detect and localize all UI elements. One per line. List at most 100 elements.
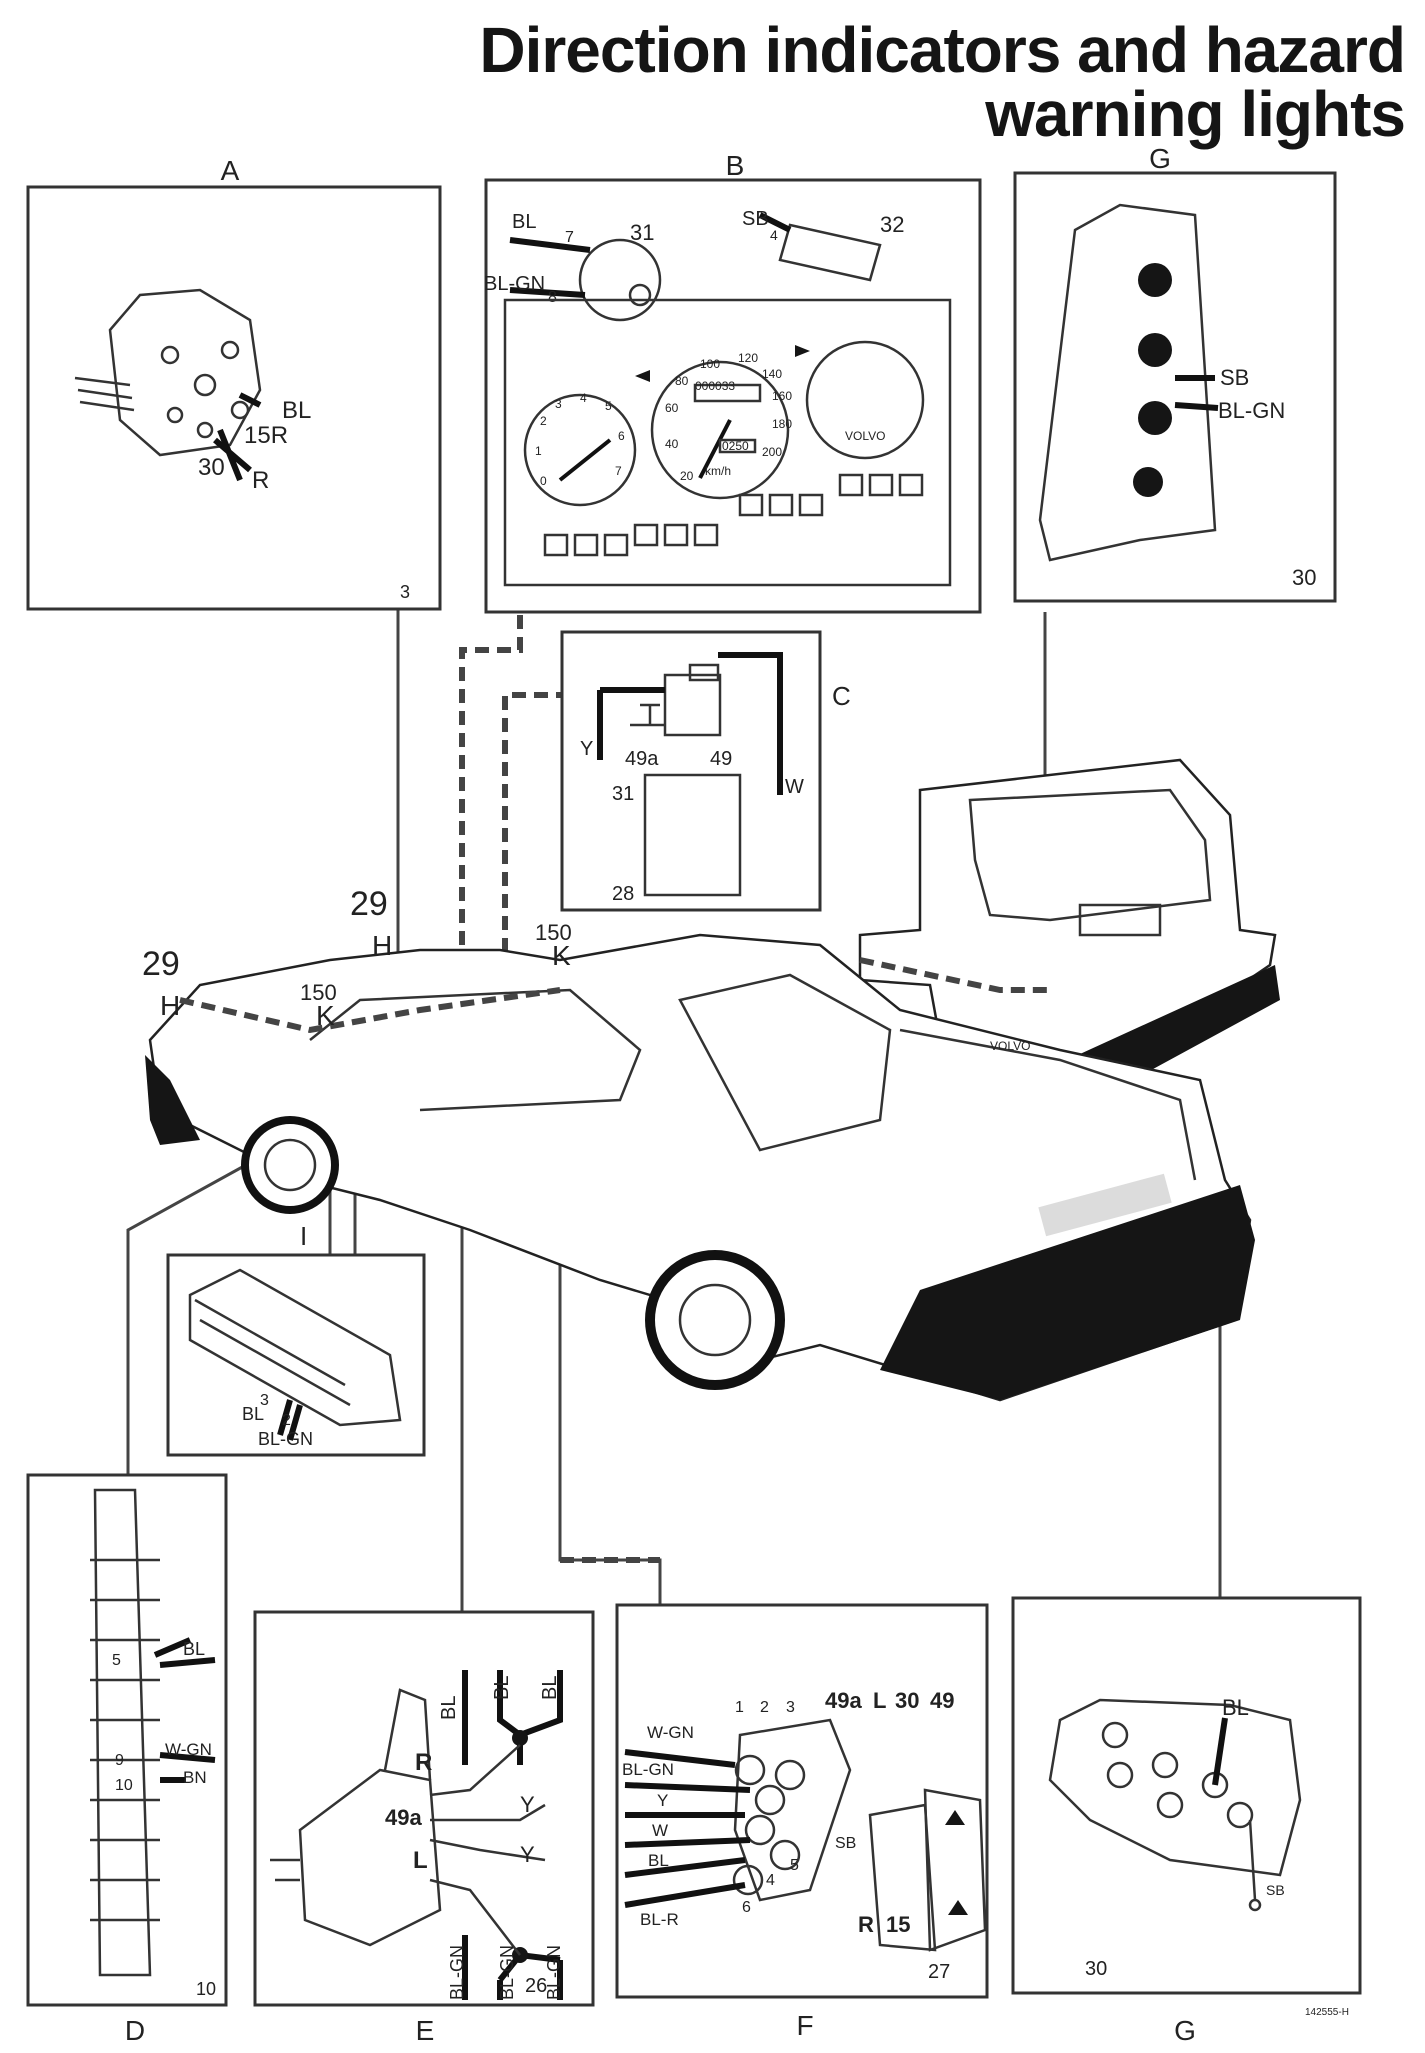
speedo-tick: 200: [762, 445, 782, 459]
speedo-tick: 160: [772, 389, 792, 403]
panel-a-letter: A: [221, 155, 240, 186]
panel-f-letter: F: [796, 2010, 813, 2041]
panel-b: B BL BL-GN 7 8 31 SB 4 32: [484, 150, 982, 614]
speedo-tick: 140: [762, 367, 782, 381]
tacho-tick: 3: [555, 397, 562, 411]
fuse-box-icon: [90, 1488, 216, 1977]
speedo-tick: 20: [680, 469, 694, 483]
pin-label: 8: [548, 289, 557, 306]
panel-a: A BL 15R 30 R 3: [26, 155, 442, 611]
title-line-1: Direction indicators and hazard: [479, 14, 1406, 86]
car-illustration: 29 H 150 K 29 H 150 K VOLVO: [142, 758, 1280, 1402]
terminal-label: 49a: [385, 1805, 422, 1830]
panel-g-top-number: 30: [1292, 565, 1316, 590]
terminal-label: 31: [612, 783, 634, 805]
panel-c-letter: C: [832, 681, 851, 711]
fuse-connector-icon: [188, 1268, 402, 1441]
panel-d-number: 10: [196, 1979, 216, 1999]
page-title: Direction indicators and hazard warning …: [479, 14, 1406, 150]
terminal-label: 49: [930, 1688, 954, 1713]
pin-label: 9: [115, 1752, 124, 1769]
instrument-cluster-icon: [503, 298, 952, 587]
panel-g-bottom-letter: G: [1174, 2015, 1196, 2046]
wire-label: BL: [242, 1404, 264, 1424]
car-brand: VOLVO: [990, 1039, 1030, 1053]
panel-g-top: G SB BL-GN 30: [1013, 143, 1337, 603]
speedo-tick: 40: [665, 437, 679, 451]
car-label: 29: [142, 945, 180, 983]
wire-label: BL-GN: [447, 1945, 467, 2000]
pin-label: 7: [565, 229, 574, 246]
pin-label: 3: [260, 1392, 269, 1409]
terminal-label: R: [858, 1912, 874, 1937]
title-line-2: warning lights: [985, 78, 1406, 150]
wire-label: BL: [183, 1639, 205, 1659]
pin-label: 5: [112, 1652, 121, 1669]
turn-signal-switch-icon: [270, 1670, 563, 2000]
wire-label: BL-GN: [484, 273, 545, 295]
wire-label: BL: [1222, 1695, 1249, 1720]
wheel-front-icon: [241, 1116, 339, 1214]
tacho-tick: 0: [540, 474, 547, 488]
pin-label: 2: [282, 1412, 291, 1429]
tacho-tick: 7: [615, 464, 622, 478]
wire-label: SB: [1266, 1882, 1285, 1898]
figure-id: 142555-H: [1305, 2007, 1349, 2018]
wire-label: BL-GN: [258, 1429, 313, 1449]
tacho-tick: 5: [605, 399, 612, 413]
pin-label: 1: [735, 1699, 744, 1716]
pin-label: 6: [742, 1899, 751, 1916]
wire-label: 15R: [244, 422, 288, 449]
tacho-tick: 4: [580, 391, 587, 405]
car-label: H: [160, 990, 180, 1021]
panel-d-letter: D: [125, 2015, 145, 2046]
terminal-label: R: [415, 1749, 432, 1776]
wire-label: W: [652, 1821, 668, 1840]
wire-label: BL-GN: [497, 1945, 517, 2000]
connector-31-icon: [509, 237, 662, 322]
panel-b-letter: B: [726, 150, 745, 181]
wire-label: Y: [520, 1842, 535, 1867]
terminal-label: 49a: [625, 748, 659, 770]
rear-lamp-housing-icon: [1048, 1698, 1302, 1912]
car-label: K: [552, 940, 571, 971]
wire-label: BL: [282, 397, 311, 424]
pin-label: 3: [786, 1699, 795, 1716]
trip-meter: 0250: [722, 439, 749, 453]
car-label: K: [316, 1000, 335, 1031]
tacho-tick: 2: [540, 414, 547, 428]
ref-label: 31: [630, 220, 654, 245]
wire-label: BL: [491, 1676, 513, 1700]
wire-label: BL: [438, 1696, 460, 1720]
wire-label: BL: [648, 1851, 669, 1870]
wire-label: BN: [183, 1768, 207, 1787]
car-label: 150: [535, 920, 572, 945]
wire-label: Y: [580, 738, 593, 760]
car-label: H: [372, 930, 392, 961]
car-label: 150: [300, 980, 337, 1005]
panel-i: I BL BL-GN 3 2: [166, 1221, 426, 1457]
terminal-label: 30: [895, 1688, 919, 1713]
panel-e: BL BL BL Y Y BL-GN BL-GN BL-GN R 49a L 2…: [253, 1610, 595, 2046]
connector-32-icon: [758, 212, 882, 282]
panel-g-bottom: BL SB 30 G 142555-H: [1011, 1596, 1362, 2046]
terminal-label: 15: [886, 1912, 910, 1937]
terminal-label: L: [873, 1688, 886, 1713]
panel-i-letter: I: [300, 1221, 307, 1251]
panel-g-top-letter: G: [1149, 143, 1171, 174]
wire-label: W: [785, 776, 804, 798]
speedo-tick: 180: [772, 417, 792, 431]
terminal-label: 49: [710, 748, 732, 770]
wire-label: Y: [520, 1792, 535, 1817]
tacho-tick: 6: [618, 429, 625, 443]
panel-a-number: 3: [400, 582, 410, 602]
car-label: 29: [350, 885, 388, 923]
wire-label: BL: [512, 211, 536, 233]
pin-label: 4: [766, 1872, 775, 1889]
ignition-switch-icon: [74, 288, 262, 482]
wire-label: SB: [1220, 365, 1249, 390]
speedo-tick: 80: [675, 374, 689, 388]
panel-c-number: 28: [612, 883, 634, 905]
wheel-rear-icon: [645, 1250, 785, 1390]
